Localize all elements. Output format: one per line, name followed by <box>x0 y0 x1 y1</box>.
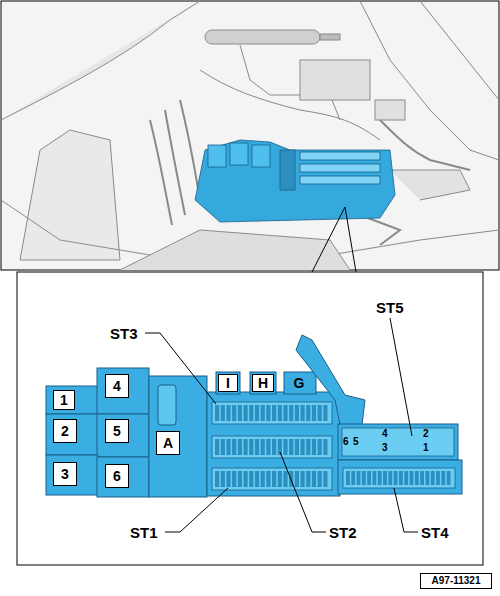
label-text: 2 <box>61 424 69 438</box>
label-text: 3 <box>61 467 69 481</box>
vehicle-interior <box>1 1 499 270</box>
connector-callout: ST1 <box>130 525 158 540</box>
label-text: 6 <box>113 469 121 483</box>
label-text: H <box>258 376 268 390</box>
position-label: G <box>288 374 310 392</box>
position-label: H <box>252 374 274 392</box>
connector-callout: ST2 <box>329 525 357 540</box>
fuse-number: 5 <box>353 437 359 447</box>
position-label: 4 <box>105 374 129 398</box>
inset-frame <box>17 272 483 565</box>
position-label: 3 <box>53 462 77 486</box>
fuse-number: 3 <box>382 443 388 453</box>
fuse-number: 1 <box>423 443 429 453</box>
illustration-frame <box>1 1 499 270</box>
position-label: 6 <box>105 464 129 488</box>
connector-callout: ST3 <box>110 326 138 341</box>
position-label: 1 <box>53 390 75 410</box>
label-text: 5 <box>113 424 121 438</box>
label-text: 1 <box>60 393 68 407</box>
position-label: 2 <box>53 419 77 443</box>
label-text: A <box>163 436 173 450</box>
fuse-relay-carrier <box>46 335 462 497</box>
fuse-number: 2 <box>423 429 429 439</box>
label-text: G <box>294 376 305 390</box>
connector-callout: ST4 <box>421 525 449 540</box>
label-text: 4 <box>113 379 121 393</box>
label-text: A97-11321 <box>432 576 481 586</box>
label-text: I <box>226 376 230 390</box>
fuse-number: 4 <box>382 429 388 439</box>
position-label: I <box>218 374 238 392</box>
carrier-in-vehicle <box>195 140 395 222</box>
zoom-line <box>312 207 356 272</box>
position-label: A <box>156 431 180 455</box>
position-label: 5 <box>105 419 129 443</box>
fuse-number: 6 <box>343 437 349 447</box>
connector-callout: ST5 <box>376 300 404 315</box>
figure-number: A97-11321 <box>420 573 492 589</box>
leader-line <box>145 318 418 532</box>
fuse-slots <box>212 402 455 490</box>
